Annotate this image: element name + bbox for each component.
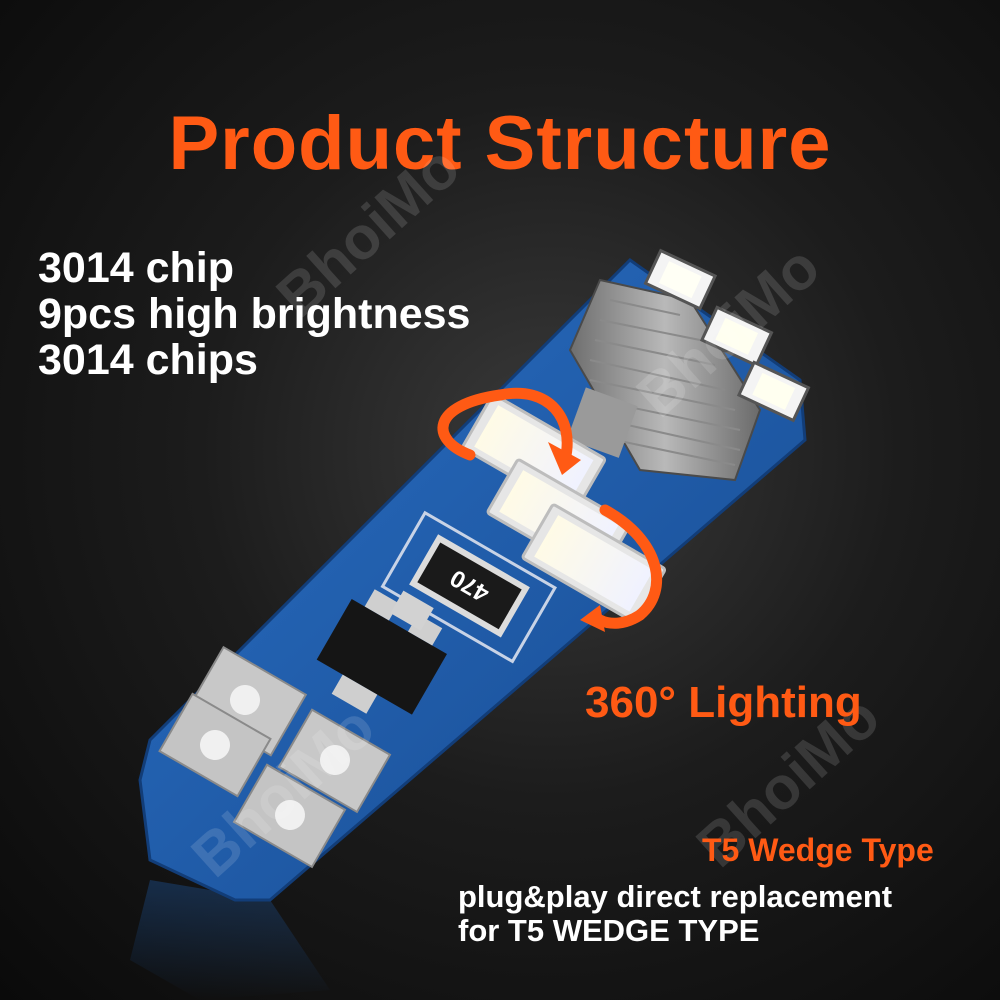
solder-contacts: [158, 645, 392, 869]
ic-chip: [316, 589, 447, 715]
rotation-arrow-icon: [437, 387, 581, 475]
resistor: 470: [380, 510, 558, 664]
description: plug&play direct replacement for T5 WEDG…: [458, 880, 892, 948]
page-title: Product Structure: [168, 101, 832, 186]
spec-line: 3014 chip: [38, 244, 234, 292]
side-led-chips: [643, 248, 811, 423]
spec-list: 3014 chip 9pcs high brightness 3014 chip…: [38, 245, 470, 383]
spec-line: 9pcs high brightness: [38, 290, 471, 338]
spec-line: 3014 chips: [38, 336, 258, 384]
front-led-chips: [461, 393, 667, 624]
watermark-text: BhoiMo: [264, 133, 472, 330]
wedge-type-label: T5 Wedge Type: [702, 832, 934, 868]
lighting-label: 360° Lighting: [585, 678, 862, 727]
wedge-base: [567, 278, 762, 482]
bulb-reflection: [130, 880, 330, 1000]
description-line: plug&play direct replacement: [458, 879, 893, 914]
description-line: for T5 WEDGE TYPE: [458, 913, 760, 948]
rotation-arrow-icon: [580, 504, 663, 632]
